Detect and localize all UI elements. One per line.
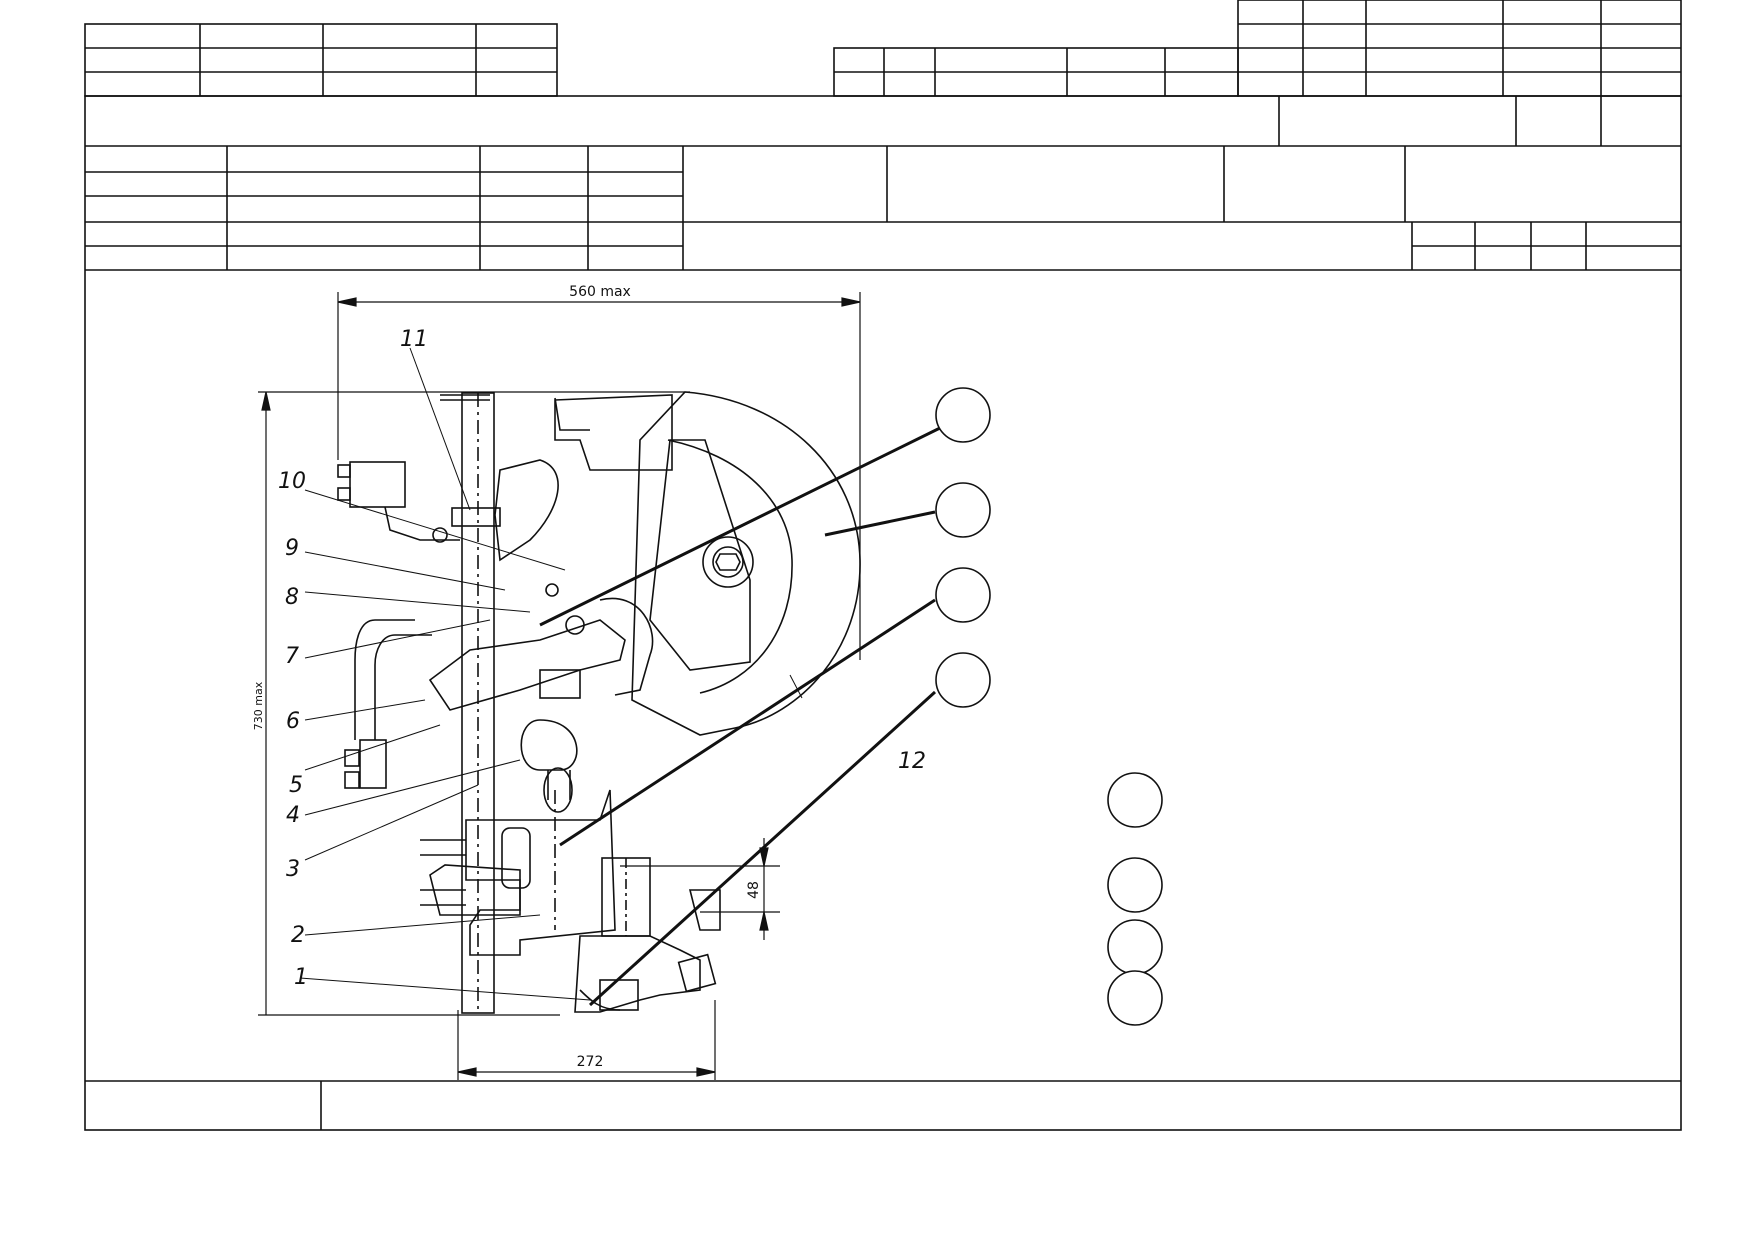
wheel-hub — [702, 536, 754, 588]
title-block-grid — [84, 0, 1682, 1131]
lower-body — [465, 789, 616, 956]
balloon-1 — [935, 387, 991, 443]
callout-11: 11 — [400, 327, 428, 352]
contact-arm — [428, 619, 626, 711]
insulator — [520, 719, 578, 771]
callout-3: 3 — [286, 857, 300, 882]
balloon-7 — [1107, 919, 1163, 975]
balloon-6 — [1107, 857, 1163, 913]
callout-6: 6 — [286, 709, 300, 734]
balloon-8 — [1107, 970, 1163, 1026]
balloon-2 — [935, 482, 991, 538]
balloon-4 — [935, 652, 991, 708]
balloons — [935, 387, 1163, 1026]
balloon-leaders — [539, 426, 941, 1007]
hose — [354, 619, 432, 740]
callout-12: 12 — [898, 749, 926, 774]
callout-10: 10 — [278, 469, 306, 494]
dimension-lines — [258, 292, 861, 1080]
terminal-box — [349, 461, 406, 508]
balloon-3 — [935, 567, 991, 623]
callout-2: 2 — [291, 923, 305, 948]
clamp-11 — [451, 507, 501, 527]
dim-width-label: 560 max — [569, 284, 631, 300]
callout-5: 5 — [289, 773, 303, 798]
callout-7: 7 — [285, 644, 299, 669]
top-bracket — [554, 394, 673, 471]
callout-9: 9 — [285, 536, 299, 561]
callout-8: 8 — [285, 585, 299, 610]
assembly-drawing — [337, 391, 861, 1014]
dim-height-label: 730 max — [252, 681, 265, 730]
dim-offset-label: 48 — [746, 881, 762, 899]
callout-4: 4 — [286, 803, 300, 828]
balloon-5 — [1107, 772, 1163, 828]
callout-1: 1 — [294, 965, 308, 990]
drawing-frame — [84, 95, 1682, 1131]
top-left-table — [84, 23, 558, 97]
dim-base-label: 272 — [577, 1054, 604, 1070]
callout-leaders — [299, 347, 803, 1001]
